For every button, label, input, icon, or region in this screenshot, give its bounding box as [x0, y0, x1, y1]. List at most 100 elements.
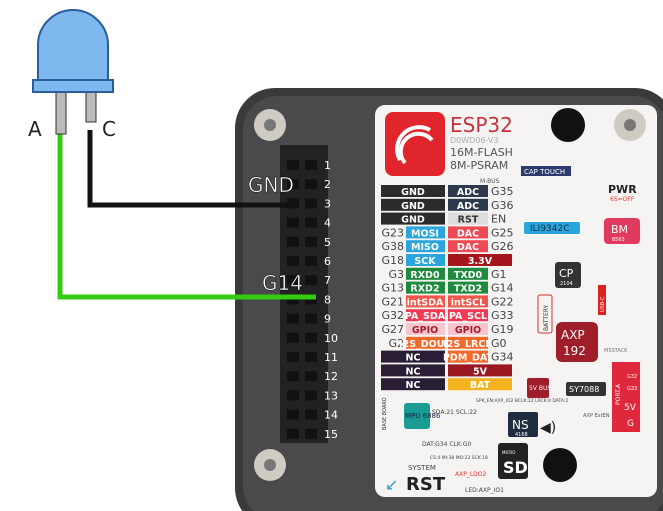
pin-function-b: TXD2 [454, 284, 482, 295]
pin-number: 2 [324, 178, 331, 191]
header-hole [287, 217, 299, 228]
led-icon [32, 9, 114, 135]
pin-function-a: I2S_DOUT [399, 339, 451, 350]
pin-function-b: DAC [457, 228, 479, 239]
gpio-right: G34 [491, 351, 514, 364]
header-hole [305, 179, 317, 190]
mpu-label: MPU 6886 [405, 412, 441, 420]
gpio-left: G13 [381, 282, 404, 295]
pin-function-a: MOSI [411, 228, 439, 239]
pwr-sub: 6S=OFF [610, 196, 635, 203]
cp-sub: 2104 [560, 281, 573, 287]
rst-label: RST [406, 474, 446, 495]
g14-wire-label: G14 [262, 271, 303, 295]
speaker-icon: ◀) [540, 420, 556, 436]
port-pin: G32 [627, 374, 637, 380]
pin-function-a: NC [406, 380, 421, 391]
header-hole [287, 428, 299, 439]
led-io-label: LED:AXP_IO1 [465, 487, 504, 494]
button-hole [543, 448, 577, 482]
pin-number: 14 [324, 409, 338, 422]
pin-number: 8 [324, 293, 331, 306]
header-hole [305, 160, 317, 170]
pin-function-b: I2S_LRCK [443, 339, 493, 350]
pwr-label: PWR [608, 183, 637, 196]
mbus-label: M-BUS [480, 178, 500, 185]
axp-num: 192 [563, 344, 586, 358]
pin-function-a: RXD2 [410, 284, 439, 295]
header-hole [287, 275, 299, 286]
pin-number: 15 [324, 428, 338, 441]
battery-label: BATTERY [543, 304, 550, 331]
gpio-right: G25 [491, 226, 514, 239]
screw-icon [254, 109, 286, 141]
espressif-logo [385, 112, 445, 176]
pin-function-a: GPIO [412, 325, 438, 336]
pin-number: 13 [324, 389, 338, 402]
pin-function-b: intSCL [451, 297, 485, 308]
header-hole [287, 160, 299, 170]
cap-touch-label: CAP TOUCH [524, 168, 565, 176]
gpio-left: G38 [381, 240, 404, 253]
ns-label: NS [512, 418, 529, 432]
ns-sub: 4168 [515, 432, 528, 438]
pin-function-a: PA_SDA [405, 311, 446, 322]
pin-number: 3 [324, 197, 331, 210]
gpio-left: G3 [388, 268, 404, 281]
screw-icon [614, 109, 646, 141]
gpio-right: G36 [491, 199, 514, 212]
axp-label: AXP [561, 328, 585, 342]
header-hole [287, 352, 299, 362]
pin-function-a: NC [406, 353, 421, 364]
header-hole [305, 217, 317, 228]
header-hole [305, 332, 317, 343]
gpio-right: G0 [491, 337, 507, 350]
mpu-pins: SDA:21 SCL:22 [432, 409, 477, 416]
usb-label: USB-C [600, 296, 606, 312]
axp-ldo2: AXP_LDO2 [455, 471, 487, 478]
pin-number: 6 [324, 255, 331, 268]
pin-number: 11 [324, 351, 338, 364]
header-hole [287, 332, 299, 343]
pin-function-b: ADC [457, 187, 479, 198]
pin-function-b: GPIO [455, 325, 481, 336]
ns-pins: SPK_EN:AXP_IO2 BCLK:12 LRCK:0 DATA:2 [476, 398, 568, 404]
gpio-right: G35 [491, 185, 514, 198]
gpio-right: EN [491, 213, 506, 226]
port-pin: 5V [624, 403, 637, 413]
port-a-label: PORT.A [615, 383, 622, 405]
gpio-right: G22 [491, 295, 514, 308]
anode-label: A [28, 117, 42, 141]
pin-number: 12 [324, 370, 338, 383]
flash-size: 16M-FLASH [450, 146, 513, 159]
pin-function-a: intSDA [407, 297, 444, 308]
gpio-right: G19 [491, 323, 514, 336]
button-hole [551, 108, 585, 142]
header-hole [287, 409, 299, 420]
base-board-label: BASE BOARD [382, 397, 388, 430]
g14-wire [57, 130, 316, 300]
sd-pins: CS:4 MI:38 MO:23 SCK:18 [430, 455, 488, 461]
header-hole [305, 428, 317, 439]
mic-pins: DAT:G34 CLK:G0 [422, 441, 472, 448]
gpio-right: G33 [491, 309, 514, 322]
sy7088-label: SY7088 [569, 385, 599, 394]
header-hole [287, 390, 299, 401]
gpio-left: G18 [381, 254, 404, 267]
pin-function-a: MISO [411, 242, 439, 253]
pin-function-b: PA_SCL [449, 311, 487, 322]
rtc-label: BM [611, 223, 628, 236]
screw-icon [254, 449, 286, 481]
gpio-left: G27 [381, 323, 404, 336]
